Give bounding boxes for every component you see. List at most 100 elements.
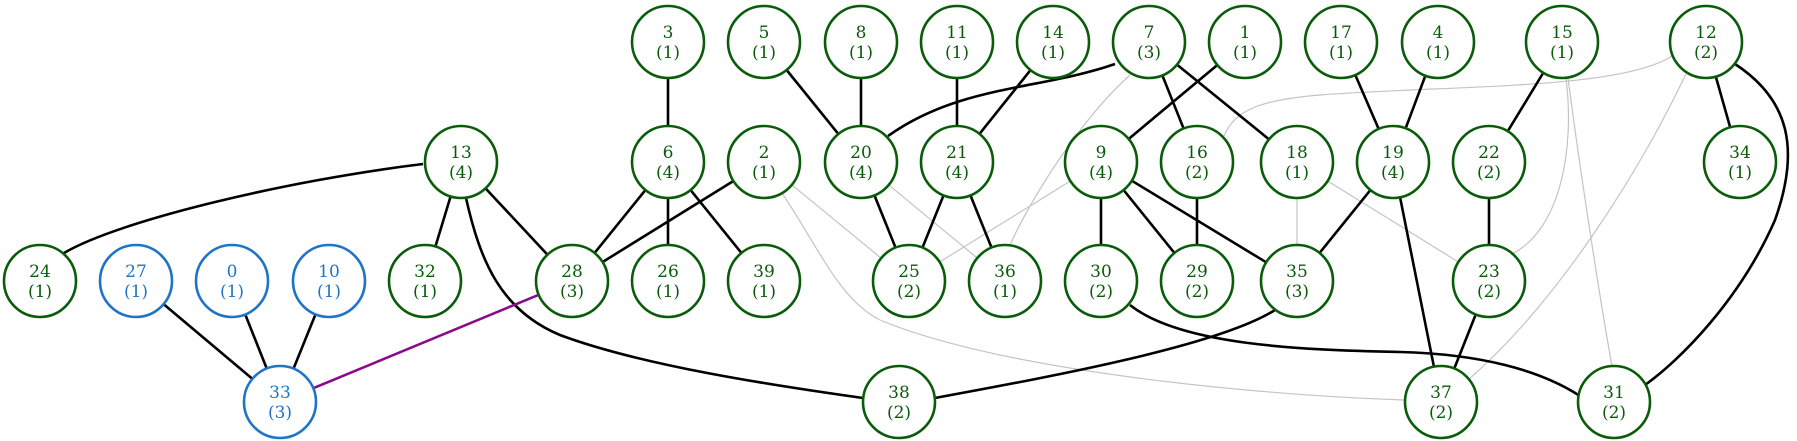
edge-9-29 (1122, 189, 1176, 254)
node-1-count: (1) (1233, 43, 1257, 63)
node-34: 34(1) (1702, 124, 1778, 200)
node-39-circle (726, 243, 802, 319)
edge-17-19 (1354, 74, 1380, 130)
node-38-count: (2) (887, 403, 911, 423)
node-13-count: (4) (449, 163, 473, 183)
edge-12-34 (1714, 76, 1732, 128)
edge-9-35 (1131, 179, 1267, 264)
node-33-count: (3) (268, 403, 292, 423)
node-23: 23(2) (1451, 243, 1527, 319)
node-38-circle (861, 364, 937, 440)
node-3: 3(1) (630, 4, 706, 80)
node-11-circle (919, 4, 995, 80)
node-31-id: 31 (1603, 383, 1625, 403)
node-2-id: 2 (759, 143, 770, 163)
node-24: 24(1) (2, 243, 78, 319)
node-10-count: (1) (317, 282, 341, 302)
edge-4-19 (1404, 75, 1427, 129)
edge-7-20 (887, 62, 1116, 138)
node-12-count: (2) (1694, 43, 1718, 63)
node-31: 31(2) (1576, 364, 1652, 440)
node-1-id: 1 (1240, 23, 1251, 43)
node-35-count: (3) (1285, 282, 1309, 302)
edge-14-21 (978, 69, 1032, 135)
node-16: 16(2) (1159, 124, 1235, 200)
node-34-id: 34 (1729, 143, 1751, 163)
node-8-count: (1) (849, 43, 873, 63)
node-29-id: 29 (1186, 262, 1208, 282)
node-30-id: 30 (1090, 262, 1112, 282)
edge-7-36 (1009, 74, 1131, 246)
node-30-circle (1063, 243, 1139, 319)
node-28-count: (3) (560, 282, 584, 302)
node-26-circle (630, 243, 706, 319)
node-2-count: (1) (752, 163, 776, 183)
node-27-count: (1) (124, 282, 148, 302)
node-13-circle (423, 124, 499, 200)
node-34-count: (1) (1728, 163, 1752, 183)
node-32-circle (387, 243, 463, 319)
node-28-circle (534, 243, 610, 319)
edge-15-22 (1506, 72, 1545, 132)
node-31-circle (1576, 364, 1652, 440)
edges-layer (63, 55, 1790, 401)
node-29-count: (2) (1185, 282, 1209, 302)
node-38: 38(2) (861, 364, 937, 440)
node-13-id: 13 (450, 143, 472, 163)
node-21-count: (4) (945, 163, 969, 183)
node-6: 6(4) (630, 124, 706, 200)
node-37-count: (2) (1429, 403, 1453, 423)
node-5-count: (1) (752, 43, 776, 63)
node-4-circle (1400, 4, 1476, 80)
node-14-id: 14 (1042, 23, 1064, 43)
node-19-count: (4) (1381, 163, 1405, 183)
node-4: 4(1) (1400, 4, 1476, 80)
node-9-count: (4) (1089, 163, 1113, 183)
node-32: 32(1) (387, 243, 463, 319)
node-32-id: 32 (414, 262, 436, 282)
edge-2-37 (781, 192, 1406, 401)
node-37: 37(2) (1403, 364, 1479, 440)
node-22-circle (1451, 124, 1527, 200)
node-18-circle (1259, 124, 1335, 200)
node-7-count: (3) (1137, 43, 1161, 63)
node-6-id: 6 (663, 143, 674, 163)
node-8-circle (823, 4, 899, 80)
node-21: 21(4) (919, 124, 995, 200)
node-35: 35(3) (1259, 243, 1335, 319)
edge-12-37 (1467, 73, 1687, 381)
node-0-id: 0 (227, 262, 238, 282)
node-29: 29(2) (1159, 243, 1235, 319)
node-39: 39(1) (726, 243, 802, 319)
node-35-id: 35 (1286, 262, 1308, 282)
node-24-id: 24 (29, 262, 51, 282)
node-17-count: (1) (1329, 43, 1353, 63)
node-16-id: 16 (1186, 143, 1208, 163)
node-9: 9(4) (1063, 124, 1139, 200)
node-1: 1(1) (1207, 4, 1283, 80)
node-16-count: (2) (1185, 163, 1209, 183)
node-33-circle (242, 364, 318, 440)
node-0: 0(1) (194, 243, 270, 319)
edge-19-37 (1398, 197, 1436, 367)
node-12-circle (1668, 4, 1744, 80)
node-5-id: 5 (759, 23, 770, 43)
edge-6-28 (593, 189, 647, 254)
node-21-circle (919, 124, 995, 200)
node-19-circle (1355, 124, 1431, 200)
edge-23-37 (1453, 313, 1477, 370)
edge-35-38 (934, 308, 1276, 400)
node-19: 19(4) (1355, 124, 1431, 200)
node-14-circle (1015, 4, 1091, 80)
node-11-count: (1) (945, 43, 969, 63)
node-26-count: (1) (656, 282, 680, 302)
node-3-circle (630, 4, 706, 80)
node-7-id: 7 (1144, 23, 1155, 43)
node-20-circle (823, 124, 899, 200)
node-16-circle (1159, 124, 1235, 200)
node-20-count: (4) (849, 163, 873, 183)
node-17-id: 17 (1330, 23, 1352, 43)
edge-21-25 (921, 194, 945, 249)
node-37-circle (1403, 364, 1479, 440)
node-14-count: (1) (1041, 43, 1065, 63)
